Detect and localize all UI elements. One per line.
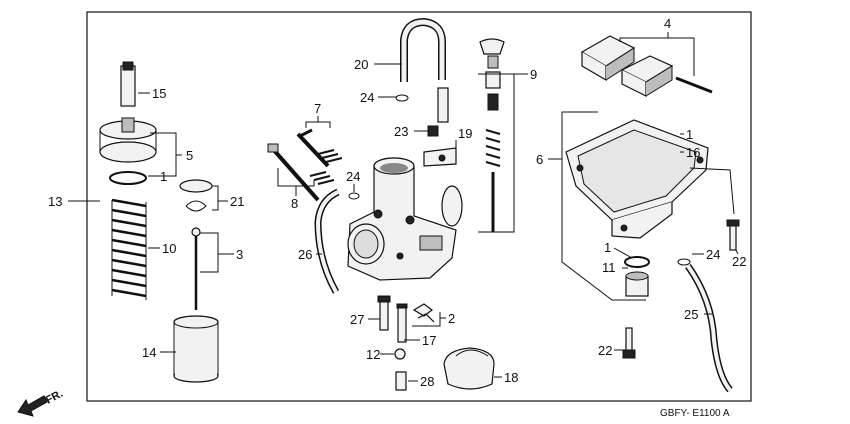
callout-1-lower: 1 — [604, 240, 611, 255]
callout-15: 15 — [152, 86, 166, 101]
callout-16: 16 — [686, 145, 700, 160]
callout-27: 27 — [350, 312, 364, 327]
choke-plunger-group — [479, 38, 505, 232]
throttle-valve-part — [173, 315, 219, 383]
callout-12: 12 — [366, 347, 380, 362]
drain-tube-part — [685, 263, 733, 393]
callout-28: 28 — [420, 374, 434, 389]
callout-10: 10 — [162, 241, 176, 256]
callout-7: 7 — [314, 101, 321, 116]
drain-o-ring-part — [624, 256, 650, 268]
slow-jet-part — [379, 297, 389, 331]
float-part — [443, 347, 495, 390]
diagram-frame — [86, 11, 752, 402]
callout-19: 19 — [458, 126, 472, 141]
throttle-spring-part — [111, 198, 147, 300]
callout-24-top: 24 — [360, 90, 374, 105]
needle-clip-part — [185, 200, 207, 212]
callout-22-lower: 22 — [598, 343, 612, 358]
callout-1: 1 — [160, 169, 167, 184]
callout-25: 25 — [684, 307, 698, 322]
diagram-code: GBFY- E1100 A — [660, 408, 730, 419]
tube-clip-part — [395, 94, 409, 102]
callout-9: 9 — [530, 67, 537, 82]
main-jet-part — [412, 303, 435, 323]
vent-tube-part — [400, 17, 446, 82]
drain-screw-part — [395, 371, 407, 391]
callout-23: 23 — [394, 124, 408, 139]
callout-17: 17 — [422, 333, 436, 348]
float-pin-part — [675, 76, 713, 94]
drain-tube-clip-part — [677, 258, 691, 266]
screw-part — [427, 125, 439, 137]
callout-2: 2 — [448, 311, 455, 326]
callout-labels: 13 15 5 1 21 10 3 14 7 8 20 24 23 19 9 2… — [48, 16, 746, 389]
callout-20: 20 — [354, 57, 368, 72]
float-group — [580, 35, 713, 97]
front-arrow-icon — [17, 395, 48, 417]
float-bowl-group — [565, 119, 709, 239]
callout-8: 8 — [291, 196, 298, 211]
front-direction-indicator: FR. — [17, 388, 65, 417]
pilot-screw-group — [267, 128, 343, 202]
front-label: FR. — [44, 388, 65, 407]
callout-5: 5 — [186, 148, 193, 163]
leader-lines — [68, 32, 739, 382]
callout-14: 14 — [142, 345, 156, 360]
callout-11: 11 — [602, 260, 616, 275]
o-ring-part — [109, 171, 147, 185]
cable-boot-part — [120, 65, 136, 107]
callout-3: 3 — [236, 247, 243, 262]
callout-6: 6 — [536, 152, 543, 167]
bowl-screw-part — [729, 223, 737, 251]
top-cap-part — [99, 141, 157, 163]
hose-clip-part — [348, 192, 360, 200]
callout-26: 26 — [298, 247, 312, 262]
callout-13: 13 — [48, 194, 62, 209]
bowl-screw-part-lower — [625, 327, 633, 353]
callout-24-mid: 24 — [346, 169, 360, 184]
needle-seat-part — [179, 179, 213, 193]
nut-part — [394, 348, 406, 360]
callout-22-right: 22 — [732, 254, 746, 269]
carburetor-body-group — [347, 17, 463, 281]
callout-24-right: 24 — [706, 247, 720, 262]
throttle-valve-group — [99, 61, 219, 383]
callout-1-right: 1 — [686, 127, 693, 142]
callout-18: 18 — [504, 370, 518, 385]
callout-4: 4 — [664, 16, 671, 31]
callout-21: 21 — [230, 194, 244, 209]
needle-jet-part — [397, 305, 407, 343]
